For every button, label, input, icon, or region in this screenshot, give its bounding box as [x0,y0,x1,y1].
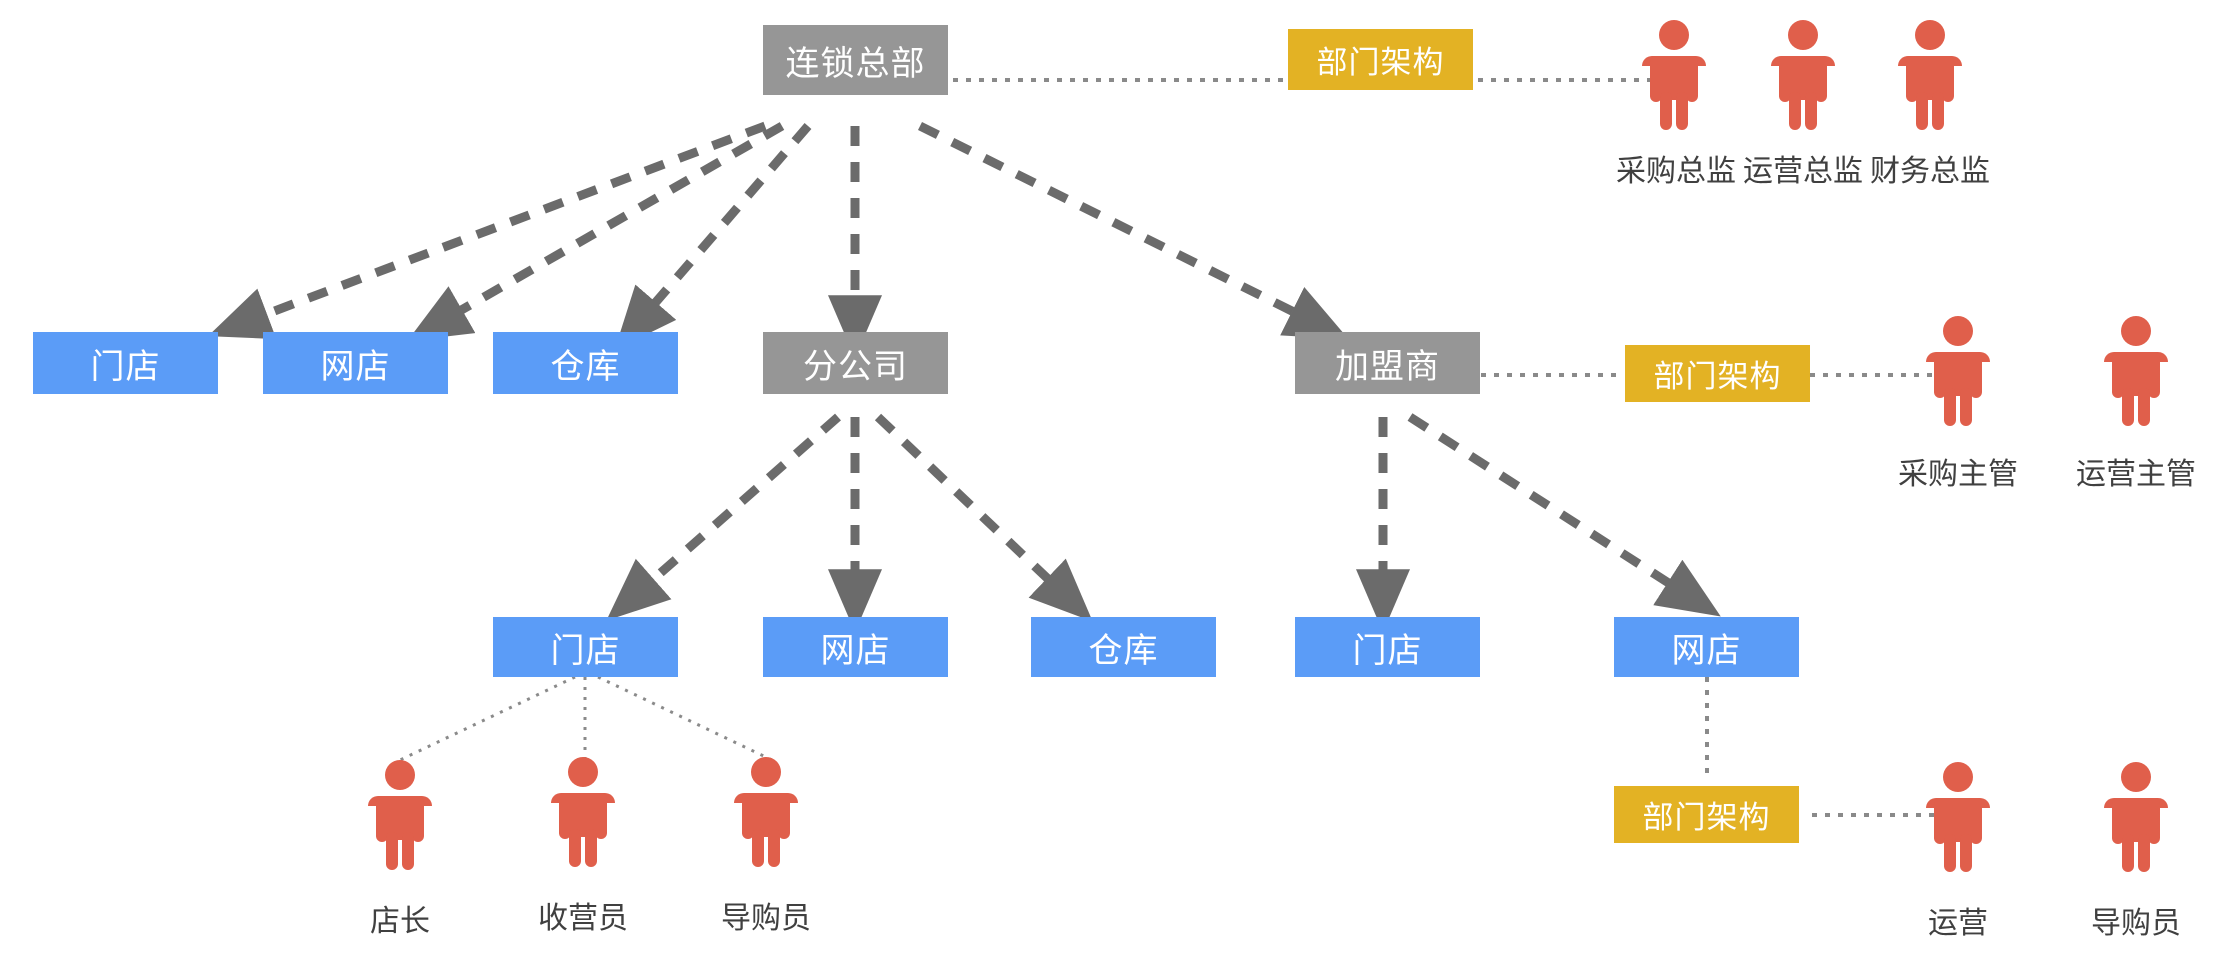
person-icon-operations-staff [1926,762,1990,872]
node-department-structure-franchise[interactable]: 部门架构 [1625,345,1810,402]
person-icon-cashier [551,757,615,867]
node-label: 门店 [550,631,621,670]
person-label-procurement-supervisor: 采购主管 [1898,458,2018,491]
node-branch-company[interactable]: 分公司 [763,332,948,394]
node-label: 门店 [1352,631,1423,670]
node-label: 加盟商 [1335,347,1440,386]
person-icon-sales-guide-online [2104,762,2168,872]
person-icon-store-manager [368,760,432,870]
node-label: 网店 [320,347,391,386]
person-label-sales-guide: 导购员 [721,902,811,935]
person-icon-procurement-director [1642,20,1706,130]
node-warehouse-level2[interactable]: 仓库 [1031,617,1216,677]
person-label-procurement-director: 采购总监 [1616,155,1736,188]
node-chain-headquarters[interactable]: 连锁总部 [763,25,948,95]
node-store-franchise[interactable]: 门店 [1295,617,1480,677]
node-label: 连锁总部 [785,44,926,83]
person-label-store-manager: 店长 [370,905,430,938]
person-label-finance-director: 财务总监 [1870,155,1990,188]
people-layer [368,20,2168,872]
person-icon-operations-director [1771,20,1835,130]
node-label: 部门架构 [1642,800,1771,835]
person-icon-procurement-supervisor [1926,316,1990,426]
node-label: 门店 [90,347,161,386]
node-online-store-level1[interactable]: 网店 [263,332,448,394]
node-store-level1[interactable]: 门店 [33,332,218,394]
node-online-store-level2[interactable]: 网店 [763,617,948,677]
node-label: 网店 [1671,631,1742,670]
edges-layer [208,78,1945,817]
edge-hq-to-store [208,121,767,340]
edge-hq-to-online [407,122,785,342]
edge-branch-to-store2 [606,413,841,621]
person-label-operations-supervisor: 运营主管 [2076,458,2196,491]
node-department-structure-hq[interactable]: 部门架构 [1288,29,1473,90]
edge-franchise-to-online2b [1407,413,1721,617]
person-label-operations-director: 运营总监 [1743,155,1863,188]
edge-branch-to-warehouse2 [874,413,1093,622]
node-label: 部门架构 [1316,45,1445,80]
person-icon-finance-director [1898,20,1962,130]
edge-hq-to-franchise [917,121,1349,340]
person-label-cashier: 收营员 [538,902,628,935]
node-department-structure-online[interactable]: 部门架构 [1614,786,1799,843]
node-online-store-franchise[interactable]: 网店 [1614,617,1799,677]
node-label: 网店 [820,631,891,670]
node-store-level2[interactable]: 门店 [493,617,678,677]
person-icon-sales-guide [734,757,798,867]
node-franchisee[interactable]: 加盟商 [1295,332,1480,394]
node-label: 仓库 [550,347,621,386]
node-label: 分公司 [803,347,908,386]
node-label: 仓库 [1088,631,1159,670]
edge-hq-to-warehouse [614,123,812,350]
person-label-operations-staff: 运营 [1928,907,1988,940]
edge-store2-to-guide [597,675,773,762]
person-icon-operations-supervisor [2104,316,2168,426]
person-label-sales-guide-online: 导购员 [2091,907,2181,940]
edge-store2-to-manager [399,675,576,762]
node-warehouse-level1[interactable]: 仓库 [493,332,678,394]
node-label: 部门架构 [1653,359,1782,394]
